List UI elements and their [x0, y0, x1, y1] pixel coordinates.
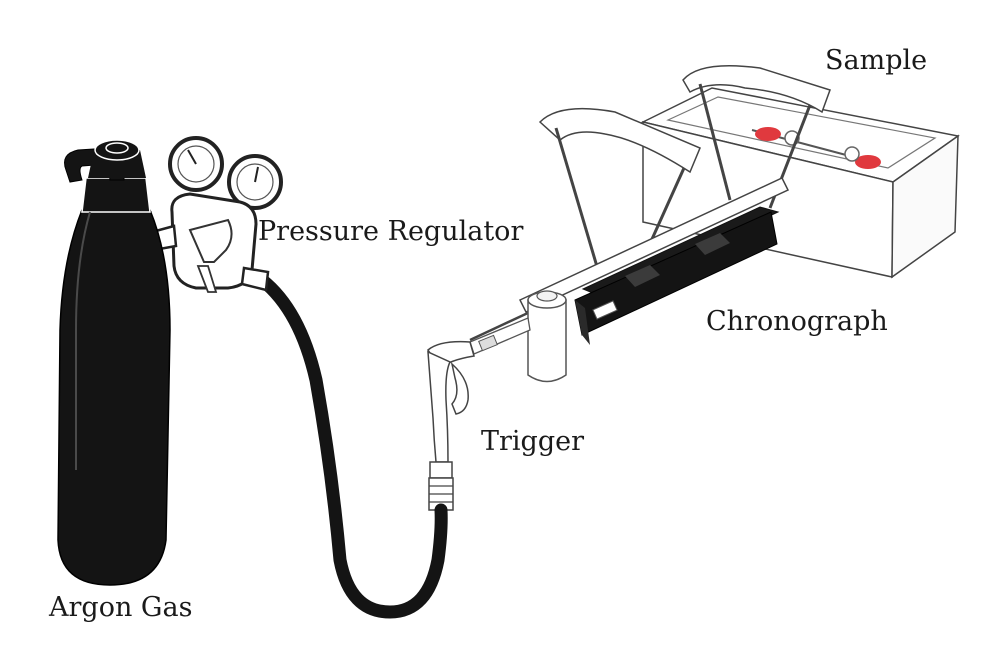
barrel: [469, 177, 790, 342]
chronograph: [574, 206, 780, 345]
label-trigger: Trigger: [481, 426, 585, 457]
pressure-gauge: [227, 154, 283, 210]
pressure-regulator: [150, 136, 283, 293]
pressure-gauge: [168, 136, 224, 192]
label-pressure-regulator: Pressure Regulator: [258, 216, 524, 247]
sample-marker: [755, 127, 881, 169]
label-chronograph: Chronograph: [706, 306, 888, 337]
argon-cylinder: [57, 139, 171, 586]
support-stands: [538, 64, 831, 271]
trigger-gun: [427, 340, 475, 511]
label-sample: Sample: [825, 45, 928, 76]
valve-reservoir: [469, 290, 567, 383]
label-argon-gas: Argon Gas: [49, 592, 193, 623]
gas-hose: [255, 273, 448, 619]
